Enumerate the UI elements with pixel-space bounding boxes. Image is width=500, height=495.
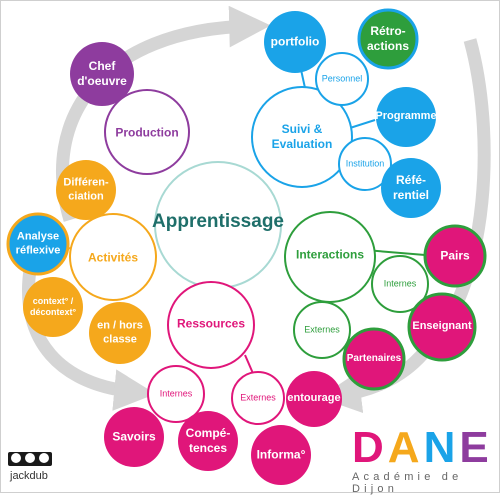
dane-logo: DANE	[352, 426, 493, 470]
portfolio-circle	[264, 11, 326, 73]
cc-license-icon	[8, 452, 52, 466]
enseignant-label: Enseignant	[412, 320, 472, 333]
center-label: Apprentissage	[152, 211, 284, 233]
chef-oeuvre-circle	[70, 42, 134, 106]
retroactions-circle	[357, 8, 419, 70]
programme-label: Programme	[375, 110, 437, 123]
logo-letter-d: D	[352, 423, 388, 472]
interactions-label: Interactions	[295, 247, 365, 262]
partenaires-circle	[342, 327, 406, 391]
savoirs-circle	[104, 407, 164, 467]
ressources-label: Ressources	[176, 316, 246, 331]
interactions-circle	[284, 211, 376, 303]
personnel-circle	[315, 52, 369, 106]
enhors-circle	[89, 302, 151, 364]
differenciation-label: Différen-ciation	[63, 176, 109, 202]
logo-letter-a: A	[387, 423, 424, 472]
ress-internes-label: Internes	[159, 388, 193, 399]
referentiel-label: Réfé-rentiel	[392, 173, 430, 202]
analyse-circle	[6, 212, 70, 276]
partenaires-label: Partenaires	[346, 352, 402, 364]
activites-circle	[69, 213, 157, 301]
savoirs-label: Savoirs	[112, 429, 156, 444]
enseignant-circle	[407, 292, 477, 362]
ress-externes-label: Externes	[240, 392, 276, 403]
retroactions-label: Rétro-actions	[366, 24, 410, 53]
author-credit: jackdub	[10, 470, 48, 482]
entourage-label: entourage	[287, 392, 341, 405]
programme-circle	[376, 87, 436, 147]
referentiel-circle	[381, 158, 441, 218]
context-circle	[23, 277, 83, 337]
pairs-label: Pairs	[440, 248, 470, 263]
logo-subtitle: Académie de Dijon	[352, 471, 463, 495]
personnel-label: Personnel	[321, 73, 363, 84]
ress-internes-circle	[147, 365, 205, 423]
production-label: Production	[115, 125, 179, 140]
ress-externes-circle	[231, 371, 285, 425]
inter-externes-label: Externes	[304, 324, 340, 335]
production-circle	[104, 89, 190, 175]
connector-suivi-programme	[349, 119, 376, 129]
activites-label: Activités	[87, 250, 139, 265]
differenciation-circle	[56, 160, 116, 220]
entourage-circle	[286, 371, 342, 427]
institution-label: Institution	[345, 158, 385, 169]
inter-internes-circle	[371, 255, 429, 313]
ressources-circle	[167, 281, 255, 369]
pairs-circle	[423, 224, 487, 288]
logo-letter-n: N	[423, 423, 460, 472]
information-label: Informa°	[256, 447, 306, 462]
portfolio-label: portfolio	[270, 34, 320, 49]
competences-label: Compé-tences	[185, 426, 231, 455]
information-circle	[251, 425, 311, 485]
context-label: context° /décontext°	[29, 295, 77, 317]
competences-circle	[178, 411, 238, 471]
suivi-circle	[251, 86, 353, 188]
institution-circle	[338, 137, 392, 191]
inter-internes-label: Internes	[383, 278, 417, 289]
logo-letter-e: E	[459, 423, 493, 472]
inter-externes-circle	[293, 301, 351, 359]
suivi-label: Suivi &Evaluation	[271, 122, 333, 151]
